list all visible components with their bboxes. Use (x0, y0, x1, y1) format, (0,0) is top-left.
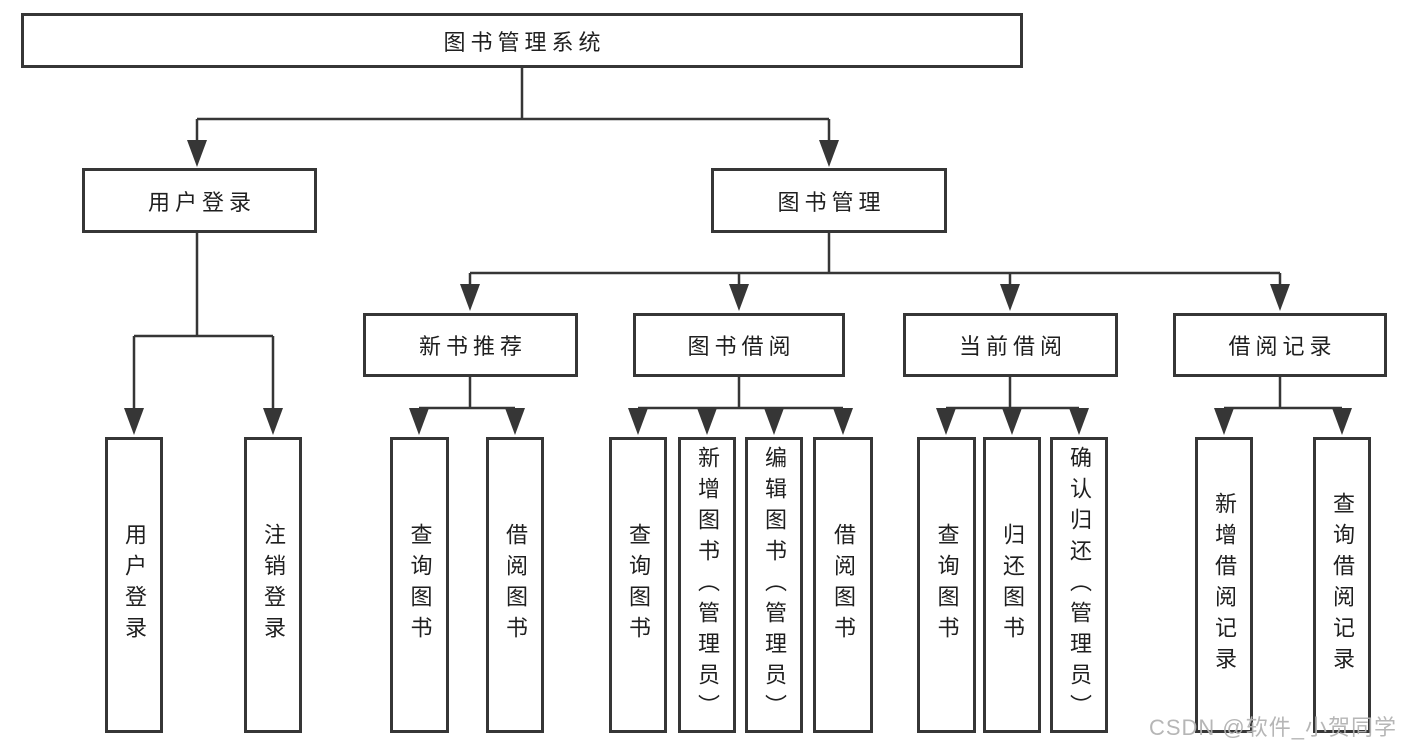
leaf-borrow-books-borrowing-label: 借阅图书 (831, 523, 856, 647)
leaf-return-book-label: 归还图书 (1000, 523, 1025, 647)
leaf-query-books-current-label: 查询图书 (934, 523, 960, 647)
leaf-query-borrow-record-label: 查询借阅记录 (1330, 492, 1355, 678)
leaf-add-book-admin-label: 新增图书（管理员） (695, 445, 720, 725)
leaf-confirm-return-admin: 确认归还（管理员） (1050, 437, 1108, 733)
node-current-borrowing-label: 当前借阅 (958, 334, 1067, 359)
leaf-user-login: 用户登录 (105, 437, 163, 733)
leaf-logout-label: 注销登录 (261, 523, 286, 647)
csdn-watermark: CSDN @软件_小贺同学 (1148, 715, 1397, 740)
node-user-login: 用户登录 (82, 168, 317, 233)
leaf-return-book: 归还图书 (983, 437, 1041, 733)
node-book-management: 图书管理 (711, 168, 947, 233)
leaf-logout: 注销登录 (244, 437, 302, 733)
node-current-borrowing: 当前借阅 (903, 313, 1118, 377)
leaf-query-books-borrowing: 查询图书 (609, 437, 667, 733)
node-new-book-recommend: 新书推荐 (363, 313, 578, 377)
node-root-label: 图书管理系统 (443, 29, 606, 55)
leaf-query-books-recommend: 查询图书 (390, 437, 449, 733)
node-book-borrowing-label: 图书借阅 (687, 334, 796, 359)
leaf-edit-book-admin: 编辑图书（管理员） (745, 437, 803, 733)
leaf-add-book-admin: 新增图书（管理员） (678, 437, 736, 733)
arrowheads (124, 140, 1352, 435)
node-user-login-label: 用户登录 (147, 189, 256, 215)
node-new-book-recommend-label: 新书推荐 (418, 334, 527, 359)
leaf-add-borrow-record: 新增借阅记录 (1195, 437, 1253, 733)
node-book-borrowing: 图书借阅 (633, 313, 845, 377)
leaf-edit-book-admin-label: 编辑图书（管理员） (762, 445, 787, 725)
leaf-borrow-books-recommend: 借阅图书 (486, 437, 544, 733)
leaf-user-login-label: 用户登录 (122, 523, 147, 647)
node-book-management-label: 图书管理 (777, 189, 886, 215)
node-root-library-system: 图书管理系统 (21, 13, 1023, 68)
node-borrowing-records: 借阅记录 (1173, 313, 1387, 377)
leaf-query-books-recommend-label: 查询图书 (407, 523, 433, 647)
leaf-borrow-books-borrowing: 借阅图书 (813, 437, 873, 733)
node-borrowing-records-label: 借阅记录 (1228, 334, 1337, 359)
leaf-query-books-current: 查询图书 (917, 437, 976, 733)
leaf-query-borrow-record: 查询借阅记录 (1313, 437, 1371, 733)
leaf-confirm-return-admin-label: 确认归还（管理员） (1067, 445, 1092, 725)
leaf-add-borrow-record-label: 新增借阅记录 (1212, 492, 1237, 678)
leaf-query-books-borrowing-label: 查询图书 (626, 523, 651, 647)
leaf-borrow-books-recommend-label: 借阅图书 (503, 523, 528, 647)
